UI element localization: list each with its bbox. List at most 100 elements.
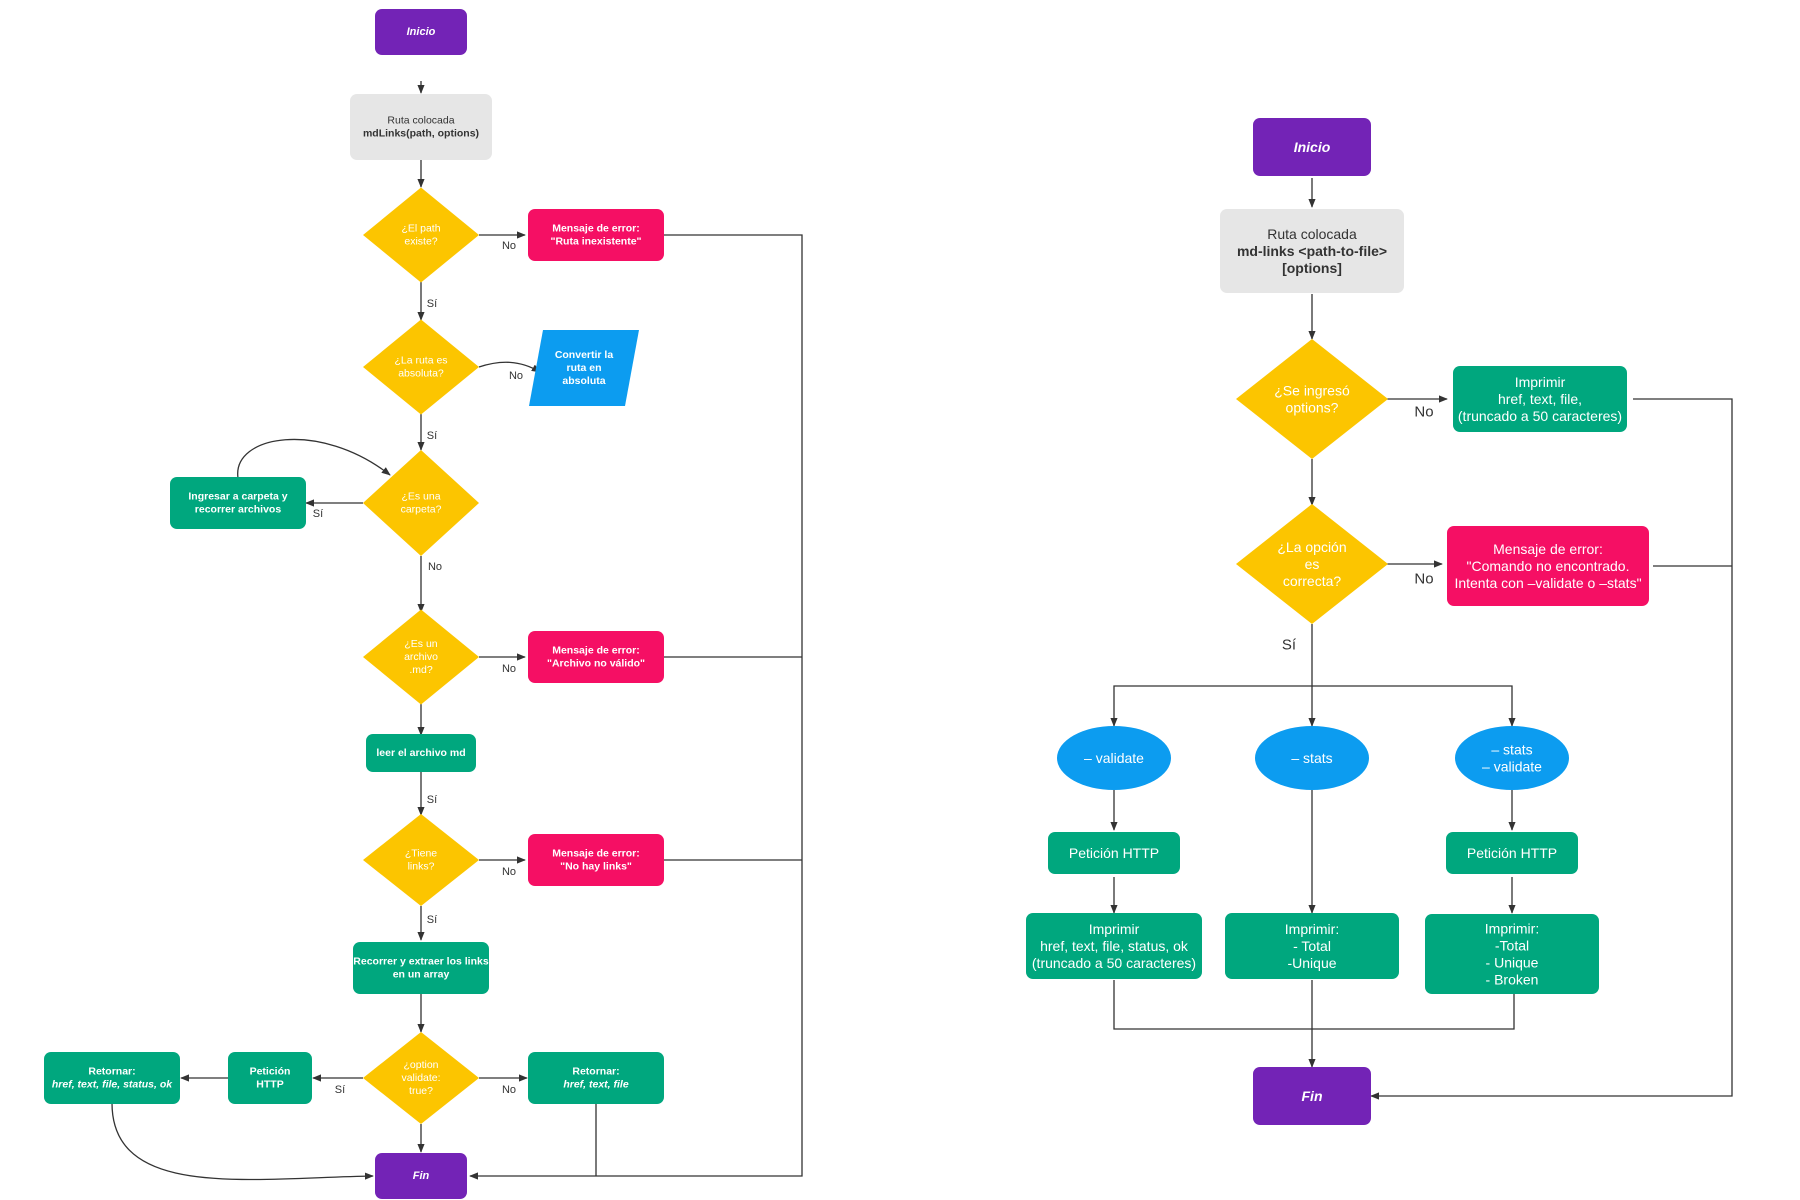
right-err-cmd-text-line: Intenta con –validate o –stats" xyxy=(1454,575,1641,591)
right-print-basic-text-line: (truncado a 50 caracteres) xyxy=(1458,408,1622,424)
left-err-exists-text-line: "Ruta inexistente" xyxy=(550,235,641,247)
right-print-both-text-line: -Total xyxy=(1495,937,1529,953)
right-print-stats-text-line: - Total xyxy=(1293,938,1331,954)
left-err-md-text-line: "Archivo no válido" xyxy=(547,657,645,669)
left-err-md-shape xyxy=(528,631,664,683)
left-return-basic-text-line: Retornar: xyxy=(572,1066,619,1078)
right-start-node: Inicio xyxy=(1253,118,1371,176)
right-q-options-shape xyxy=(1236,339,1388,459)
left-label-no-links: No xyxy=(502,866,516,878)
right-label-no-correct: No xyxy=(1414,571,1433,588)
left-label-no-md: No xyxy=(502,663,516,675)
connector-layer xyxy=(111,81,1733,1181)
left-read-md-text-line: leer el archivo md xyxy=(376,747,465,759)
right-opt-both-text-line: – stats xyxy=(1491,741,1532,757)
left-label-no-absolute: No xyxy=(509,370,523,382)
left-end-node-text-line: Fin xyxy=(413,1170,430,1182)
right-input-node-text-line: [options] xyxy=(1282,260,1342,276)
left-q-folder-text-line: ¿Es una xyxy=(401,491,440,503)
right-http-both-text-line: Petición HTTP xyxy=(1467,845,1557,861)
right-print-stats-text-line: Imprimir: xyxy=(1285,921,1339,937)
right-end-node: Fin xyxy=(1253,1067,1371,1125)
right-opt-stats-shape xyxy=(1255,726,1369,790)
right-err-cmd: Mensaje de error:"Comando no encontrado.… xyxy=(1447,526,1649,606)
left-convert-shape xyxy=(529,330,639,406)
right-opt-both: – stats – validate xyxy=(1455,726,1569,790)
left-q-validate-text-line: true? xyxy=(409,1085,433,1097)
left-err-links-shape xyxy=(528,834,664,886)
right-start-node-text-line: Inicio xyxy=(1294,139,1331,155)
right-print-stats-text-line: -Unique xyxy=(1287,955,1336,971)
edge-retfull-end xyxy=(111,1102,374,1181)
right-opt-validate-shape xyxy=(1057,726,1171,790)
left-http-text-line: HTTP xyxy=(256,1078,283,1090)
left-label-si-absolute: Sí xyxy=(427,430,437,442)
right-http-validate-text-line: Petición HTTP xyxy=(1069,845,1159,861)
right-print-both-text-line: - Unique xyxy=(1486,955,1539,971)
right-print-basic-shape xyxy=(1453,366,1627,432)
right-input-node-shape xyxy=(1220,209,1404,293)
left-q-folder-text-line: carpeta? xyxy=(401,503,442,515)
right-http-validate-shape xyxy=(1048,832,1180,874)
right-opt-stats: – stats xyxy=(1255,726,1369,790)
left-read-md-shape xyxy=(366,734,476,772)
left-end-node-shape xyxy=(375,1153,467,1199)
left-input-node-shape xyxy=(350,94,492,160)
edge-r-print-return xyxy=(1370,398,1733,1100)
right-print-basic-text-line: href, text, file, xyxy=(1498,391,1582,407)
right-opt-both-text-line: – validate xyxy=(1482,759,1542,775)
right-opt-stats-text-line: – stats xyxy=(1291,750,1332,766)
right-input-node-text-line: md-links <path-to-file> xyxy=(1237,243,1387,259)
left-label-no-validate: No xyxy=(502,1084,516,1096)
right-input-node-text-line: Ruta colocada xyxy=(1267,226,1357,242)
right-http-both: Petición HTTP xyxy=(1446,832,1578,874)
left-label-si-folder: Sí xyxy=(313,508,323,520)
left-input-node-text-line: Ruta colocada xyxy=(387,115,454,127)
left-return-basic-text-line: href, text, file xyxy=(563,1078,629,1090)
left-err-links-text-line: Mensaje de error: xyxy=(552,848,640,860)
right-opt-validate: – validate xyxy=(1057,726,1171,790)
left-label-no-folder: No xyxy=(428,561,442,573)
left-input-node-text-line: mdLinks(path, options) xyxy=(363,127,479,139)
left-http-text-line: Petición xyxy=(250,1066,291,1078)
left-return-full-text-line: Retornar: xyxy=(88,1066,135,1078)
left-q-validate-text-line: ¿option xyxy=(403,1059,438,1071)
left-q-absolute-shape xyxy=(363,319,479,415)
edge-qabs-convert xyxy=(478,361,541,373)
left-q-md-text-line: archivo xyxy=(404,651,438,663)
edge-r-qcorrect-branch xyxy=(1110,624,1313,727)
left-extract-shape xyxy=(353,942,489,994)
right-q-correct-text-line: correcta? xyxy=(1283,573,1342,589)
left-start-node-shape xyxy=(375,9,467,55)
left-err-links-text-line: "No hay links" xyxy=(560,860,632,872)
right-print-basic-text-line: Imprimir xyxy=(1515,374,1566,390)
right-opt-both-shape xyxy=(1455,726,1569,790)
left-err-exists: Mensaje de error:"Ruta inexistente" xyxy=(528,209,664,261)
left-q-absolute-text-line: absoluta? xyxy=(398,367,444,379)
left-q-links-text-line: ¿Tiene xyxy=(405,848,437,860)
left-err-md-text-line: Mensaje de error: xyxy=(552,645,640,657)
left-end-node: Fin xyxy=(375,1153,467,1199)
edge-err-return xyxy=(469,234,803,1180)
edge-r-printv-join xyxy=(1113,980,1515,1030)
right-print-validate-text-line: Imprimir xyxy=(1089,921,1140,937)
left-q-exists-shape xyxy=(363,187,479,283)
left-q-exists-text-line: ¿El path xyxy=(401,223,440,235)
right-label-no-options: No xyxy=(1414,404,1433,421)
left-enter-folder-text-line: recorrer archivos xyxy=(195,503,282,515)
left-label-si-exists: Sí xyxy=(427,298,437,310)
left-return-full: Retornar:href, text, file, status, ok xyxy=(44,1052,180,1104)
left-start-node-text-line: Inicio xyxy=(407,26,436,38)
left-label-si-links: Sí xyxy=(427,914,437,926)
right-end-node-shape xyxy=(1253,1067,1371,1125)
left-q-md-text-line: .md? xyxy=(409,664,433,676)
